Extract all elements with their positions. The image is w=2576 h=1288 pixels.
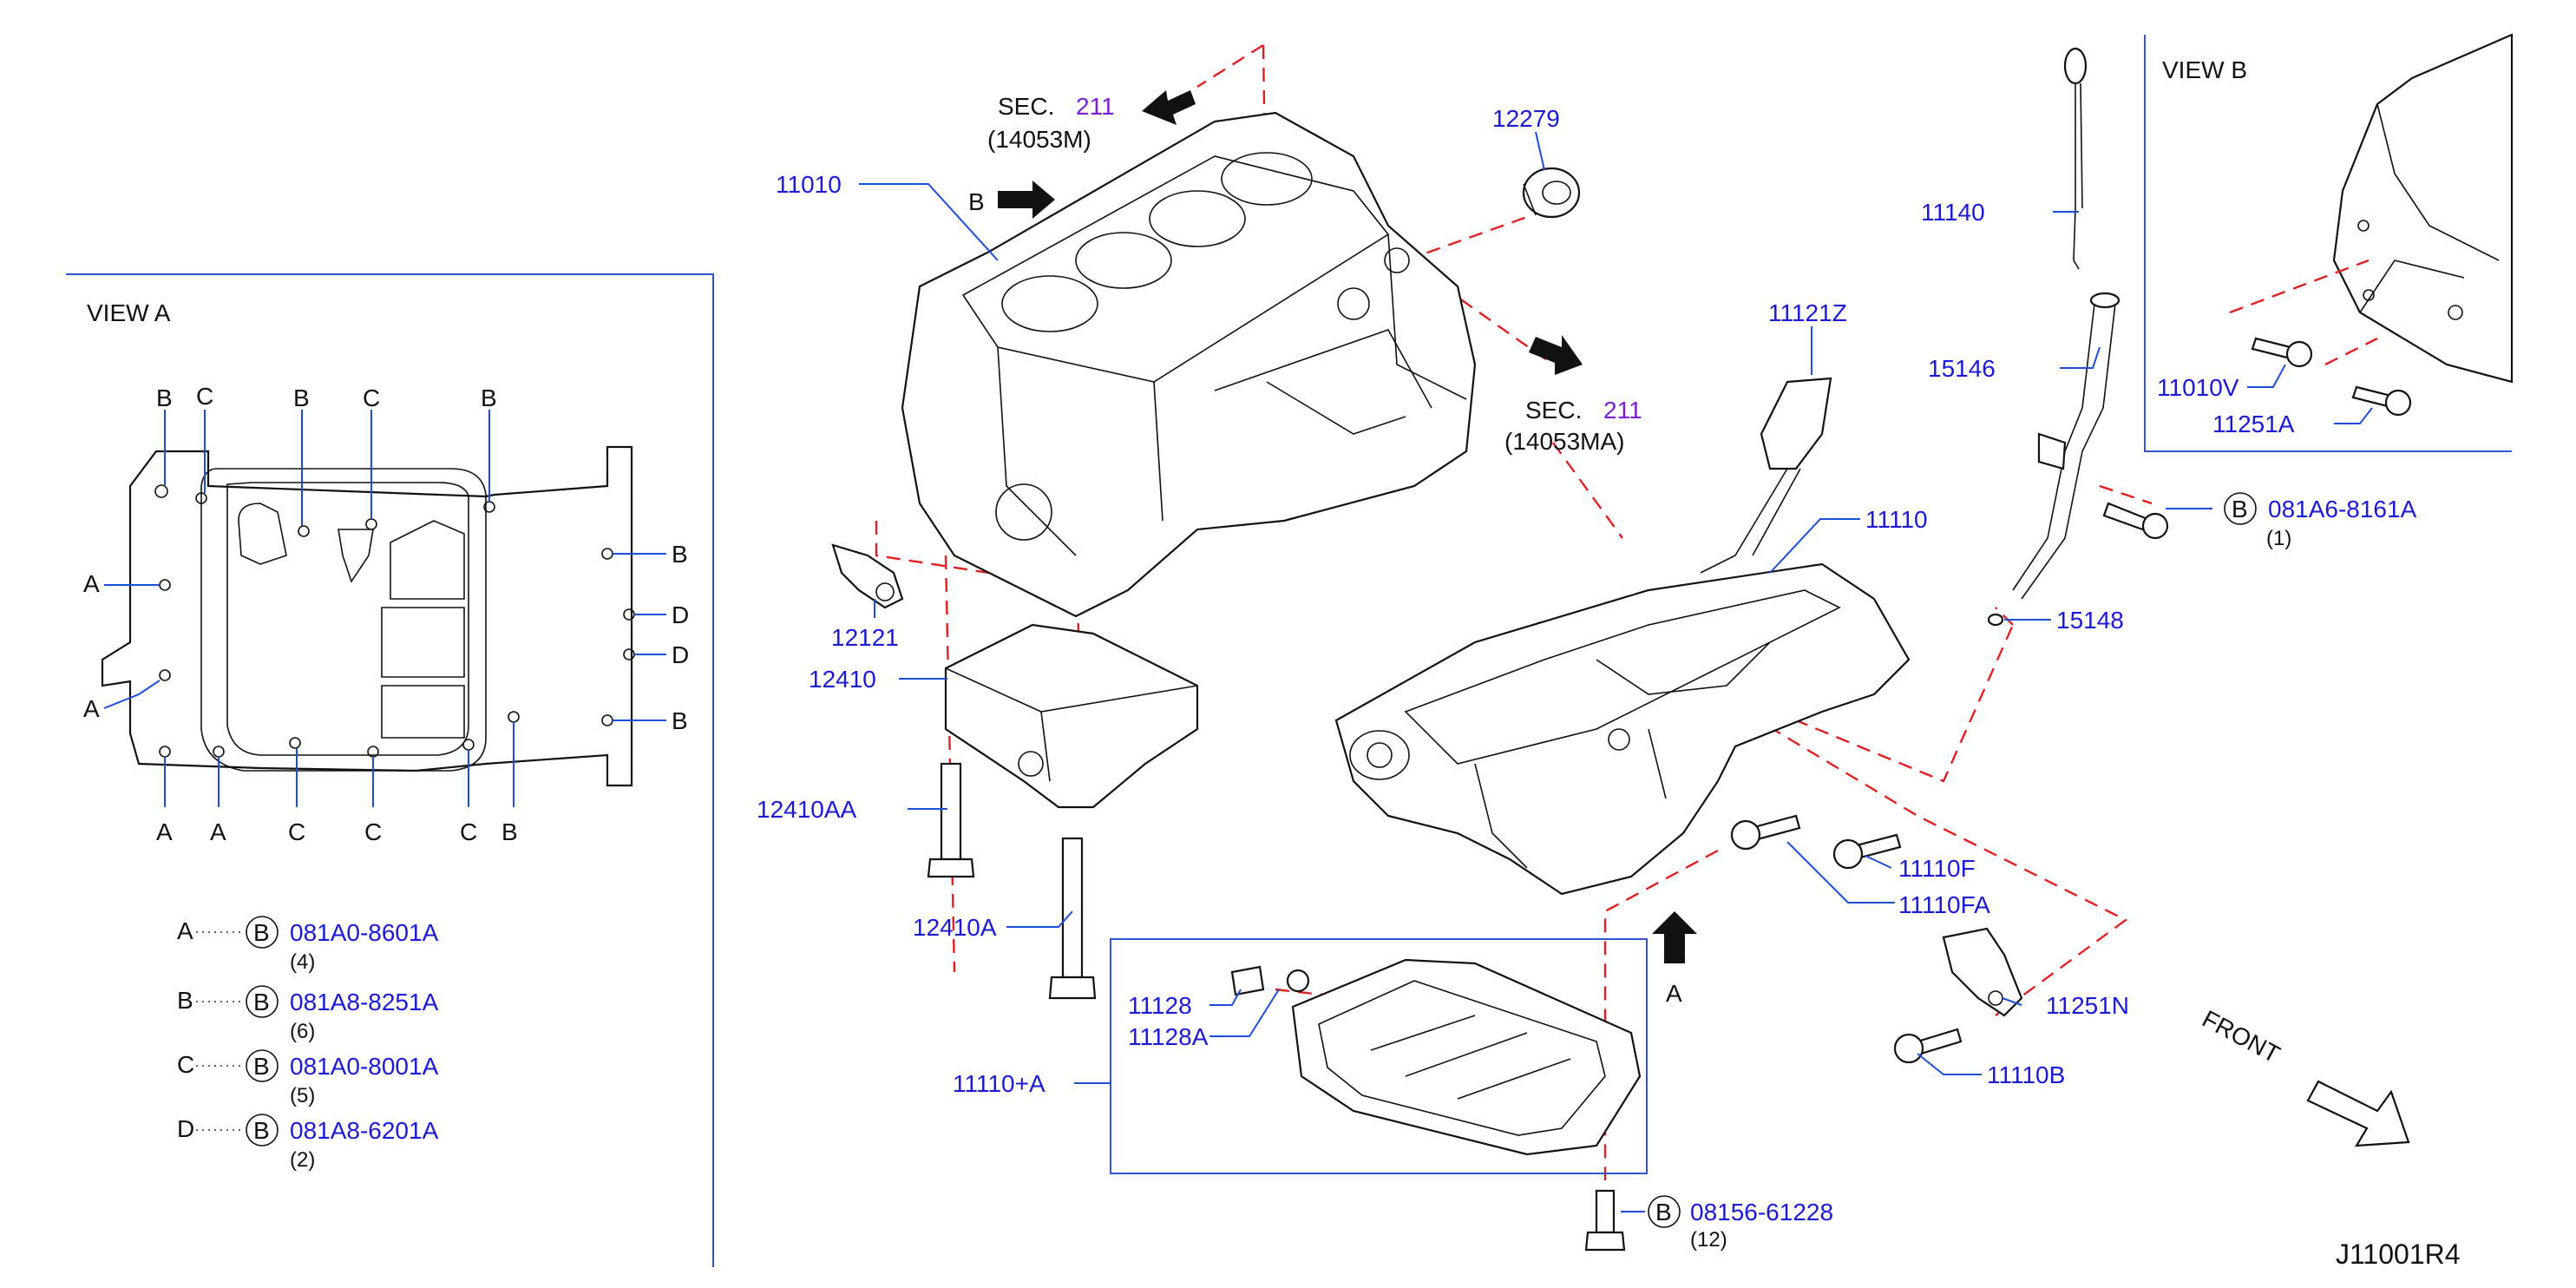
part-15146: 15146 [1928, 355, 1996, 382]
part-12279: 12279 [1492, 105, 1560, 132]
letter-c: C [460, 818, 477, 845]
section-prefix: SEC. [998, 93, 1054, 120]
view-b-panel: VIEW B 11010V 11251A [2144, 33, 2514, 452]
sensor [831, 543, 904, 609]
letter-b: B [156, 384, 173, 411]
front-arrow-icon [2306, 1080, 2410, 1147]
part-15148: 15148 [2056, 607, 2124, 634]
view-a-legend: A B 081A0-8601A (4) B B 081A8-8251A (6) … [177, 916, 439, 1172]
section-prefix: SEC. [1525, 397, 1582, 424]
letter-a: A [83, 695, 100, 722]
section-ref: (14053M) [987, 126, 1091, 153]
oil-seal [1522, 167, 1581, 219]
legend-part-number: 081A0-8001A [290, 1053, 439, 1080]
callout-qty: (12) [1690, 1228, 1727, 1252]
part-11110fa: 11110FA [1898, 891, 1990, 918]
part-11010v: 11010V [2157, 374, 2239, 401]
bolt-callout-08156: B 08156-61228 (12) [1648, 1195, 1833, 1252]
callout-qty: (1) [2266, 527, 2291, 550]
callout-circle-b: B [1655, 1199, 1672, 1226]
legend-qty: (6) [290, 1020, 315, 1043]
letter-b: B [481, 384, 497, 411]
view-b-marker: B [968, 188, 985, 215]
view-a-panel: VIEW A B C B C [66, 273, 714, 1267]
arrow-icon [1142, 90, 1196, 125]
part-11128a: 11128A [1128, 1023, 1209, 1050]
legend-part-number: 081A8-8251A [290, 989, 439, 1015]
letter-a: A [210, 818, 226, 845]
part-12121: 12121 [831, 624, 899, 651]
legend-part-number: 081A8-6201A [290, 1117, 439, 1144]
part-12410a: 12410A [913, 914, 997, 941]
legend-letter: D [177, 1115, 194, 1142]
callout-part-number: 081A6-8161A [2268, 496, 2417, 522]
upper-oil-pan [1334, 562, 1911, 896]
legend-qty: (4) [290, 950, 315, 974]
letter-c: C [364, 818, 382, 845]
letter-d: D [672, 641, 689, 668]
right-bolts [1584, 502, 2169, 1252]
legend-qty: (5) [290, 1084, 315, 1107]
bracket [1942, 927, 2023, 1017]
letter-b: B [672, 541, 688, 568]
legend-part-number: 081A0-8601A [290, 919, 439, 946]
letter-b: B [293, 384, 310, 411]
part-11251a: 11251A [2212, 411, 2295, 437]
dipstick [2063, 47, 2088, 270]
pump-bolts [927, 762, 1097, 1000]
view-b-arrow-icon [998, 181, 1055, 219]
view-a-title: VIEW A [87, 299, 171, 326]
dipstick-tube [1987, 292, 2120, 627]
part-11128: 11128 [1128, 992, 1192, 1019]
bolt-callout-081a6: B 081A6-8161A (1) [2224, 492, 2417, 550]
part-11140: 11140 [1921, 199, 1985, 226]
part-11110b: 11110B [1987, 1061, 2065, 1088]
legend-circle-b: B [253, 919, 270, 946]
section-number: 211 [1076, 93, 1115, 120]
callout-circle-b: B [2232, 496, 2248, 522]
part-11110f: 11110F [1898, 855, 1976, 882]
legend-circle-b: B [253, 1053, 270, 1080]
cylinder-block [901, 111, 1477, 618]
legend-qty: (2) [290, 1148, 315, 1172]
letter-b: B [672, 707, 688, 734]
legend-circle-b: B [253, 989, 270, 1015]
part-11110: 11110 [1865, 506, 1928, 533]
legend-circle-b: B [253, 1117, 270, 1144]
section-callouts: SEC. 211 (14053M) SEC. 211 (14053MA) B A [968, 90, 1697, 1007]
legend-letter: C [177, 1051, 194, 1078]
legend-letter: B [177, 987, 193, 1014]
arrow-icon [1529, 335, 1583, 375]
view-a-marker: A [1666, 980, 1682, 1007]
view-b-title: VIEW B [2162, 56, 2247, 83]
leader-lines [859, 131, 2212, 1212]
callout-part-number: 08156-61228 [1690, 1199, 1833, 1226]
letter-b: B [501, 818, 518, 845]
part-12410aa: 12410AA [757, 796, 857, 823]
letter-c: C [196, 383, 213, 410]
section-ref: (14053MA) [1504, 428, 1625, 455]
part-12410: 12410 [809, 666, 876, 693]
part-11251n: 11251N [2046, 992, 2129, 1019]
view-a-arrow-icon [1652, 911, 1697, 963]
oil-pump [944, 623, 1199, 809]
oil-strainer [1700, 377, 1832, 574]
lower-oil-pan-box [1110, 938, 1648, 1174]
part-11121z: 11121Z [1768, 299, 1847, 326]
front-label: FRONT [2198, 1005, 2284, 1068]
letter-d: D [672, 601, 689, 628]
letter-c: C [288, 818, 305, 845]
letter-c: C [363, 384, 380, 411]
legend-letter: A [177, 917, 193, 944]
front-indicator: FRONT [2198, 1005, 2410, 1147]
part-11010: 11010 [776, 171, 842, 198]
letter-a: A [156, 818, 173, 845]
oil-pan-bottom-view [101, 445, 633, 787]
part-labels: 11010 12279 12121 12410 12410AA 12410A 1… [757, 105, 2129, 1097]
diagram-code: J11001R4 [2336, 1239, 2461, 1270]
letter-a: A [83, 570, 100, 597]
part-11110-a: 11110+A [953, 1070, 1045, 1097]
section-number: 211 [1603, 397, 1642, 424]
